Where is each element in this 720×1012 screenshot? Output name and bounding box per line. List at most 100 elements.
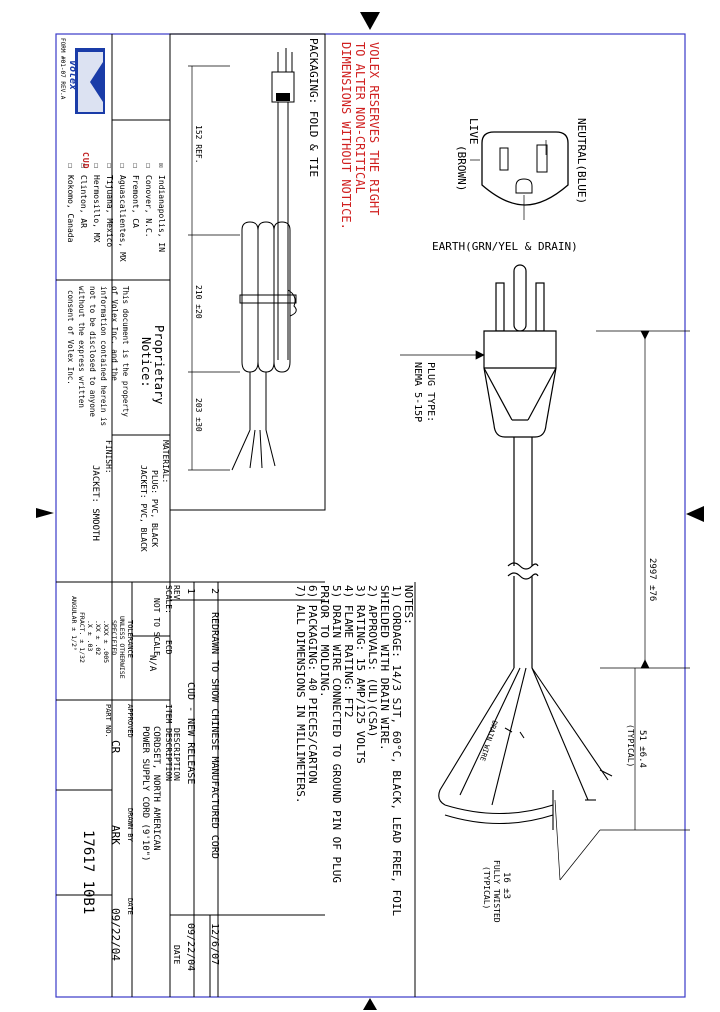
tolerance-line: FRACT. ± 1/32 (78, 612, 86, 663)
proprietary-title: Proprietary (152, 325, 166, 404)
location-mark: ☐ (118, 163, 127, 168)
packaging-dim-2: 210 ±20 (194, 285, 203, 319)
approved-label: APPROVED (126, 704, 134, 738)
end-length: 16 ±3 (501, 872, 511, 899)
proprietary-notice: Proprietary Notice: This document is the… (66, 286, 166, 426)
twist-note-1: FULLY TWISTED (492, 860, 501, 923)
location-mark: ☐ (144, 163, 153, 168)
plug-type-label: PLUG TYPE: (425, 362, 436, 422)
svg-text:DIMENSIONS WITHOUT NOTICE.: DIMENSIONS WITHOUT NOTICE. (339, 42, 353, 230)
tolerance-line: ANGULAR ± 1/2° (70, 596, 78, 651)
earth-label: EARTH(GRN/YEL & DRAIN) (432, 240, 578, 253)
rev-header-rev: REV (172, 585, 181, 600)
material-plug: PLUG: PVC, BLACK (150, 470, 159, 547)
rev-header-desc: DESCRIPTION (172, 728, 181, 781)
tolerance-sub: UNLESS OTHERWISE (118, 616, 126, 679)
svg-text:VOLEX RESERVES THE RIGHT: VOLEX RESERVES THE RIGHT (367, 42, 381, 215)
revision-table (169, 582, 325, 997)
date-value: 09/22/04 (109, 908, 122, 961)
title-block (56, 582, 170, 997)
plug-face-view: NEUTRAL(BLUE) LIVE (BROWN) EARTH(GRN/YEL… (432, 118, 588, 253)
rev-number: 1 (185, 588, 196, 594)
rev-date: 09/22/04 (185, 923, 196, 971)
proprietary-line: not to be disclosed to anyone (88, 286, 97, 417)
top-center-arrow (360, 12, 380, 30)
rev-header-date: DATE (172, 945, 181, 964)
live-label-1: LIVE (467, 118, 480, 145)
note-line: 1) CORDAGE: 14/3 SJT, 60°C, BLACK, LEAD … (390, 585, 403, 917)
rev-description: CUD - NEW RELEASE (185, 682, 196, 784)
finish-label: FINISH: (104, 440, 113, 474)
location-mark: ☐ (66, 163, 75, 168)
location-item: Hermosillo, MX (92, 175, 101, 243)
scale-value: NOT TO SCALE (152, 598, 161, 656)
ecd-value: N/A (147, 655, 157, 672)
proprietary-line: information contained herein is (99, 286, 108, 426)
form-number: FORM #01-07 REV.A (59, 38, 66, 100)
drawn-value: ARK (109, 825, 122, 845)
volex-logo-mark (78, 52, 103, 112)
location-item: Fremont, CA (131, 175, 140, 228)
rev-number: 2 (209, 588, 220, 594)
left-info-column: Volex CUD FORM #01-07 REV.A ☒ Indianapol… (56, 34, 325, 583)
earth-pin (515, 178, 533, 194)
note-line: 2) APPROVALS: (UL)(CSA) (366, 585, 379, 737)
scale-label: SCALE: (164, 585, 173, 614)
location-mark: ☐ (79, 163, 88, 168)
item-desc-line-2: POWER SUPPLY CORD (9'10") (140, 726, 150, 861)
note-line: SHIELDED WITH DRAIN WIRE. (378, 585, 391, 751)
locations-list: ☒ Indianapolis, IN ☐ Conover, N.C. ☐ Fre… (66, 163, 166, 262)
folded-plug-band (276, 93, 290, 101)
volex-brand: Volex (67, 60, 78, 90)
location-item: Clinton, AR (79, 175, 88, 228)
proprietary-line: This document is the property (121, 286, 130, 417)
drawn-label: DRAWN BY (126, 808, 134, 843)
right-center-arrow (686, 506, 704, 522)
part-label: PART NO. (104, 704, 112, 738)
wire-breakout (438, 667, 613, 830)
location-item: Aguascalientes, MX (118, 175, 127, 262)
location-mark: ☐ (131, 163, 140, 168)
packaging-dim-3: 203 ±30 (194, 398, 203, 432)
item-desc-label: ITEM DESCRIPTION (164, 704, 173, 781)
folded-cord-bundle (231, 102, 297, 471)
item-desc-line-1: CORDSET, NORTH AMERICAN (151, 726, 161, 851)
proprietary-line: consent of Volex Inc. (66, 290, 75, 385)
cud-division: CUD (81, 152, 90, 169)
drain-wire-label: DRAIN WIRE (478, 719, 499, 762)
note-line: 3) RATING: 15 AMP/125 VOLTS (354, 585, 367, 764)
warning-notice: VOLEX RESERVES THE RIGHT TO ALTER NON-CR… (339, 42, 381, 230)
notes-block: NOTES: 1) CORDAGE: 14/3 SJT, 60°C, BLACK… (294, 582, 416, 997)
location-mark: ☐ (105, 163, 114, 168)
material-label: MATERIAL: (161, 440, 170, 483)
note-line: 6) PACKAGING: 40 PIECES/CARTON (306, 585, 319, 784)
material-jacket: JACKET: PVC, BLACK (139, 465, 148, 552)
location-mark: ☐ (92, 163, 101, 168)
live-label-2: (BROWN) (455, 145, 468, 191)
svg-text:TO ALTER NON-CRITICAL: TO ALTER NON-CRITICAL (353, 42, 367, 194)
location-item: Kokomo, Canada (66, 175, 75, 243)
neutral-slot (536, 144, 548, 173)
twist-note-2: (TYPICAL) (482, 866, 491, 909)
note-line: 4) FLAME RATING: FT2 (342, 585, 355, 717)
left-center-arrow (36, 508, 54, 518)
approved-value: CR (109, 740, 122, 754)
overall-length: 2997 ±76 (647, 558, 657, 601)
plug-side-view (483, 264, 557, 438)
plug-type-value: NEMA 5-15P (412, 362, 423, 422)
rev-date: 12/6/07 (209, 923, 220, 965)
strip-note: (TYPICAL) (626, 724, 635, 767)
main-dimensions (400, 330, 690, 881)
location-item: Tijuana, Mexico (105, 175, 114, 247)
note-line: 7) ALL DIMENSIONS IN MILLIMETERS. (294, 585, 307, 804)
note-line: 5) DRAIN WIRE CONNECTED TO GROUND PIN OF… (330, 585, 343, 883)
finish-value: JACKET: SMOOTH (90, 465, 100, 541)
date-label: DATE (126, 898, 134, 915)
packaging-box: PACKAGING: FOLD & TIE 152 REF. 210 ±20 2… (169, 33, 326, 511)
packaging-title: PACKAGING: FOLD & TIE (307, 38, 320, 177)
packaging-dim-1: 152 REF. (194, 125, 203, 164)
tolerance-sub: SPECIFIED (110, 620, 118, 655)
rev-description: REDRAWN TO SHOW CHINESE MANUFACTURED COR… (209, 612, 220, 859)
cord-body (507, 437, 539, 668)
